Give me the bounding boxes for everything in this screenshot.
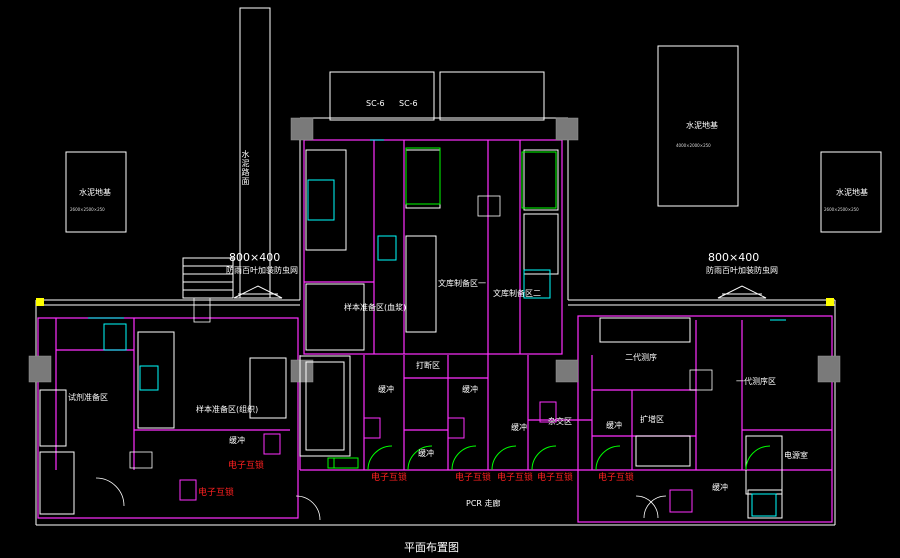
corridor-label: PCR 走廊 [466,499,501,508]
interlock-doors [179,401,693,513]
interlock-label: 电子互锁 [371,473,408,483]
louver-right [717,285,767,299]
room-ngs: 二代测序 [625,353,657,362]
louver-left-size: 800×400 [229,251,281,264]
foundation-right [820,151,882,233]
interlock-label: 电子互锁 [497,473,534,483]
buffer-label: 缓冲 [712,483,728,492]
equipment [88,139,786,517]
louver-right-size: 800×400 [708,251,760,264]
sc-unit-right [439,71,545,121]
interior-walls [37,139,833,523]
room-library-prep-1: 文库制备区一 [438,279,486,288]
louver-left [233,285,283,299]
foundation-left [65,151,127,233]
sc-unit-left [329,71,435,121]
markers [36,298,834,306]
buffer-label: 缓冲 [418,449,434,458]
foundation-left-label: 水泥地基 [79,188,111,197]
room-sample-prep-tissue: 样本准备区(组织) [196,405,259,414]
buffer-label: 缓冲 [462,385,478,394]
room-fragment: 打断区 [416,361,440,370]
buffer-label: 缓冲 [229,436,245,445]
interlock-label: 电子互锁 [537,473,574,483]
room-amplification: 扩增区 [640,415,664,424]
interlock-label: 电子互锁 [228,461,265,471]
room-library-prep-2: 文库制备区二 [493,289,541,298]
interlock-label: 电子互锁 [455,473,492,483]
room-hybrid: 杂交区 [548,417,572,426]
foundation-right-dim: 2600×2500×250 [824,207,859,212]
interlock-label: 电子互锁 [598,473,635,483]
room-first-gen: 一代测序区 [736,377,776,386]
louvers [233,285,767,299]
louver-left-text: 防雨百叶加装防虫网 [226,266,298,275]
benches [39,149,783,519]
white-doors [95,195,713,521]
foundation-top [657,45,739,207]
foundation-right-label: 水泥地基 [836,188,868,197]
room-reagent-prep: 试剂准备区 [68,393,108,402]
interlock-label: 电子互锁 [198,488,235,498]
room-electrical: 电源室 [784,451,808,460]
sc-label-right: SC-6 [399,99,418,108]
green-doors [327,147,771,471]
sc-label-left: SC-6 [366,99,385,108]
foundation-left-dim: 2600×2500×250 [70,207,105,212]
columns [28,117,841,383]
exterior-walls [35,117,836,526]
foundation-top-dim: 4000×2000×250 [676,143,711,148]
foundation-top-label: 水泥地基 [686,121,718,130]
buffer-label: 缓冲 [378,385,394,394]
buffer-label: 缓冲 [511,423,527,432]
louver-right-text: 防雨百叶加装防虫网 [706,266,778,275]
room-sample-prep-plasma: 样本准备区(血浆) [344,303,407,312]
cement-road-label: 水泥路面 [241,150,250,186]
drawing-title: 平面布置图 [404,541,459,554]
buffer-label: 缓冲 [606,421,622,430]
stair [182,257,234,299]
